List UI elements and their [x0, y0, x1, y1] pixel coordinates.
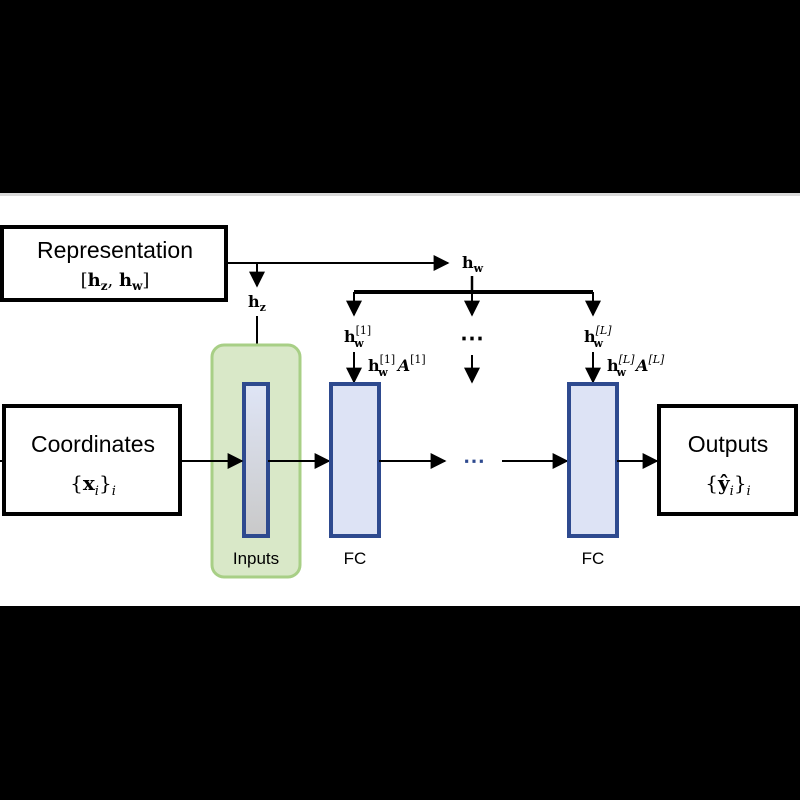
representation-formula: [hz, hw] [81, 270, 150, 293]
outputs-box: Outputs {ŷi}i [657, 404, 798, 516]
dots-mid: ⋯ [463, 448, 485, 473]
hwL-label: h[L]w [584, 324, 612, 350]
coordinates-formula: {xi}i [70, 471, 116, 499]
bottom-black-bar [0, 606, 800, 800]
coordinates-title: Coordinates [31, 431, 155, 457]
fc-layer-last [567, 382, 619, 538]
coordinates-box: Coordinates {xi}i [2, 404, 182, 516]
top-black-bar [0, 0, 800, 193]
representation-title: Representation [37, 237, 193, 263]
inputs-label: Inputs [233, 549, 279, 568]
hz-label: hz [248, 292, 266, 314]
fc-label-last: FC [582, 549, 605, 568]
canvas-divider [0, 193, 800, 196]
inputs-vector [242, 382, 270, 538]
hw-label: hw [462, 253, 484, 275]
fc-layer-first [329, 382, 381, 538]
representation-box: Representation [hz, hw] [0, 225, 228, 302]
hw1-label: h[1]w [344, 324, 371, 350]
outputs-title: Outputs [688, 431, 769, 457]
fc-label-first: FC [344, 549, 367, 568]
dots-top: ⋯ [460, 325, 484, 352]
outputs-formula: {ŷi}i [705, 471, 750, 499]
